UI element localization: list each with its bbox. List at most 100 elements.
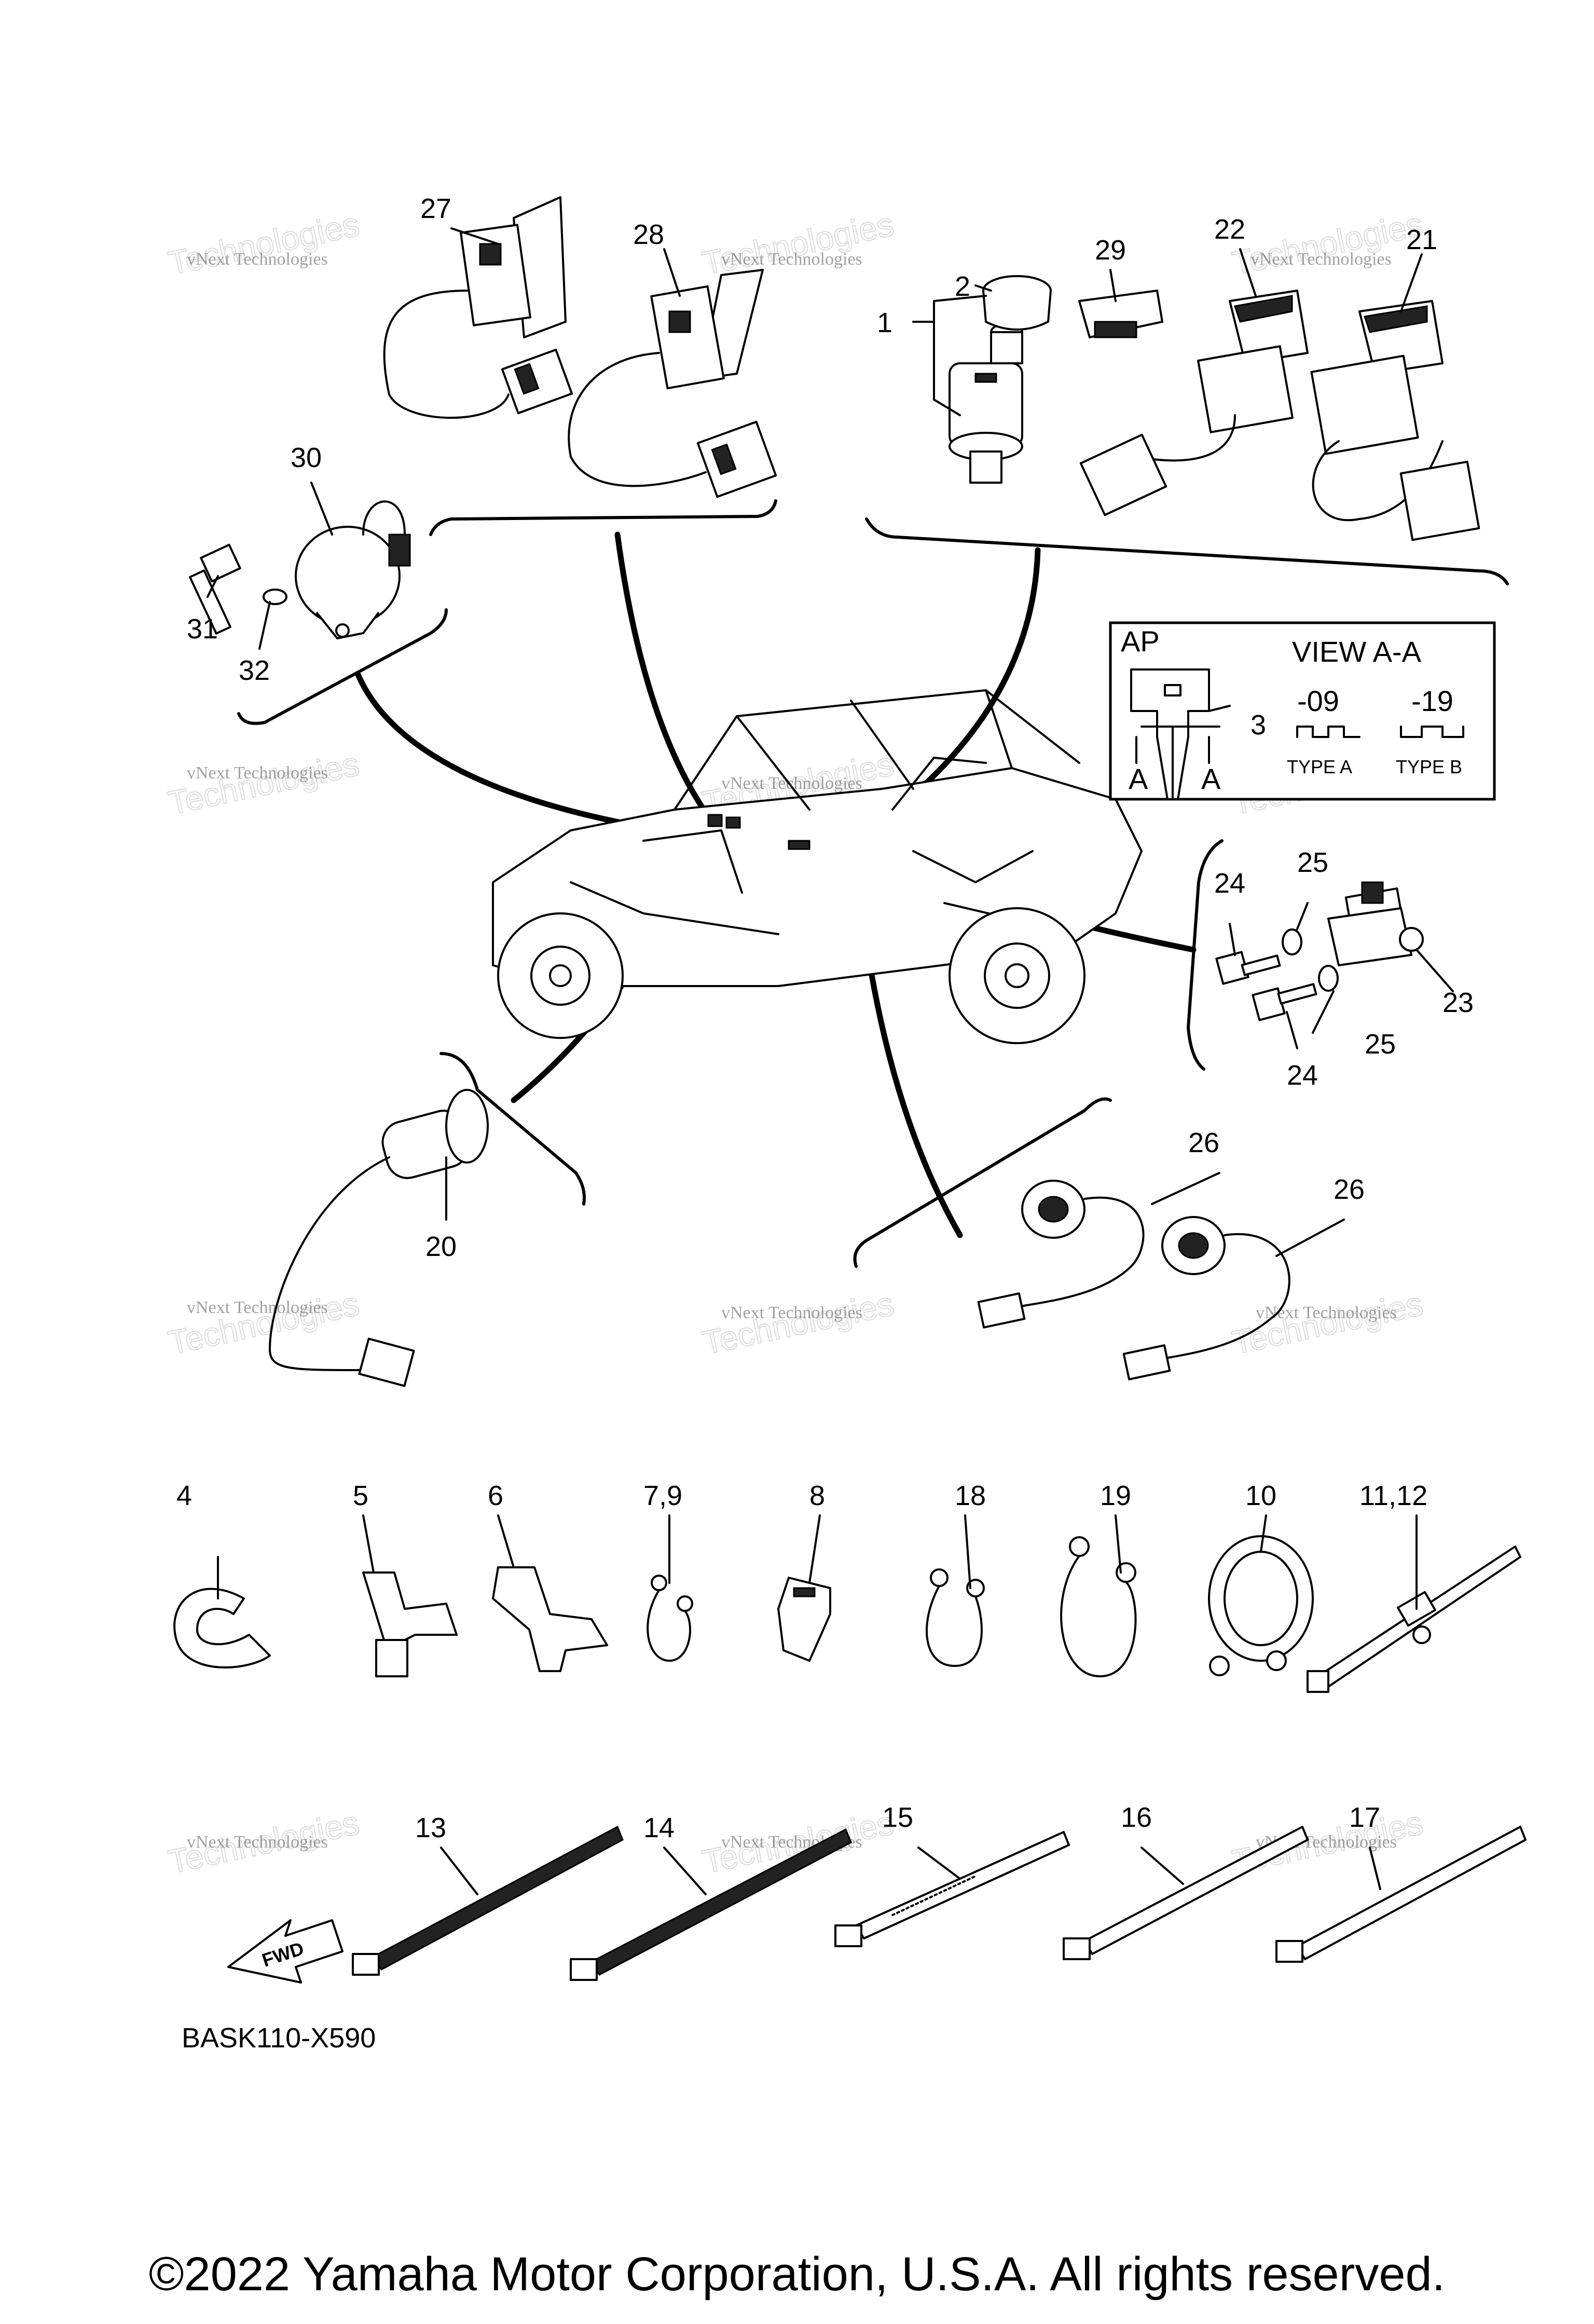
washer-32-icon	[263, 589, 287, 605]
fwd-arrow-icon: FWD	[227, 1919, 343, 1984]
lead-26-lower-icon	[1122, 1216, 1290, 1380]
switch-22-icon	[1079, 290, 1309, 516]
part-label-28: 28	[633, 219, 664, 250]
part-label-10: 10	[1245, 1480, 1276, 1511]
part-label-27: 27	[420, 193, 451, 224]
part-label-4: 4	[176, 1480, 192, 1511]
part-label-19: 19	[1100, 1480, 1131, 1511]
part-label-21: 21	[1406, 224, 1437, 255]
part-label-30: 30	[291, 442, 322, 473]
variant-b-label: -19	[1411, 685, 1453, 717]
svg-text:vNext Technologies: vNext Technologies	[1251, 250, 1392, 269]
cable-tie-16-icon	[1063, 1826, 1309, 1960]
svg-text:vNext Technologies: vNext Technologies	[187, 763, 328, 783]
clamp-7-9-icon	[647, 1575, 693, 1662]
svg-text:vNext Technologies: vNext Technologies	[721, 1303, 862, 1322]
part-label-16: 16	[1121, 1802, 1152, 1833]
bolt-31-icon	[189, 543, 241, 635]
svg-text:vNext Technologies: vNext Technologies	[187, 1298, 328, 1317]
svg-text:vNext Technologies: vNext Technologies	[721, 250, 862, 269]
part-label-31: 31	[187, 613, 218, 645]
part-label-26-lower: 26	[1334, 1174, 1365, 1205]
diagram-code: BASK110-X590	[182, 2022, 376, 2054]
cable-tie-14-icon	[570, 1828, 852, 1981]
bolt-24-lower-icon	[1252, 983, 1317, 1021]
svg-text:Technologies: Technologies	[165, 1285, 362, 1362]
part-number-labels: 27 28 1 2 29 22 21 30 31 32 3 24 25 23 2…	[176, 193, 1474, 1843]
cable-tie-17-icon	[1275, 1826, 1527, 1963]
svg-text:vNext Technologies: vNext Technologies	[1256, 1303, 1397, 1322]
part-label-5: 5	[353, 1480, 368, 1511]
part-label-1: 1	[877, 307, 892, 338]
part-label-24-lower: 24	[1287, 1060, 1318, 1091]
sensor-23-icon	[1327, 881, 1424, 966]
key-icon	[1130, 668, 1220, 800]
key-view-box: AP VIEW A-A -09 -19 TYPE A TYPE B A A	[1109, 621, 1496, 801]
part-label-6: 6	[488, 1480, 503, 1511]
part-label-8: 8	[809, 1480, 825, 1511]
svg-text:Technologies: Technologies	[165, 745, 362, 822]
svg-text:Technologies: Technologies	[699, 206, 897, 282]
type-b-label: TYPE B	[1396, 756, 1462, 777]
part-label-14: 14	[643, 1812, 675, 1843]
view-title: VIEW A-A	[1292, 635, 1422, 668]
part-label-18: 18	[955, 1480, 986, 1511]
part-label-3: 3	[1251, 709, 1266, 741]
buzzer-30-icon	[295, 500, 411, 639]
section-mark-right: A	[1201, 762, 1221, 795]
part-label-24-upper: 24	[1214, 868, 1245, 899]
cable-tie-13-icon	[352, 1825, 624, 1976]
part-label-25-upper: 25	[1297, 847, 1328, 878]
svg-text:Technologies: Technologies	[165, 206, 362, 282]
utv-vehicle-illustration	[492, 689, 1143, 1044]
part-label-25-lower: 25	[1365, 1029, 1396, 1060]
clamp-18-icon	[926, 1568, 985, 1667]
washer-25-lower-icon	[1318, 965, 1339, 992]
clamp-10-icon	[1208, 1535, 1314, 1676]
washer-25-upper-icon	[1282, 928, 1302, 955]
svg-text:vNext Technologies: vNext Technologies	[187, 250, 328, 269]
svg-text:Technologies: Technologies	[699, 1285, 897, 1362]
switch-28-icon	[568, 269, 777, 498]
svg-text:vNext Technologies: vNext Technologies	[187, 1833, 328, 1852]
key-cap-2-icon	[982, 275, 1052, 331]
clamp-4-icon	[173, 1588, 271, 1669]
clamp-19-icon	[1060, 1536, 1137, 1677]
type-a-label: TYPE A	[1287, 756, 1352, 777]
part-label-2: 2	[955, 271, 970, 302]
variant-a-label: -09	[1297, 685, 1339, 717]
cap-29-icon	[1078, 290, 1163, 338]
part-label-15: 15	[882, 1802, 913, 1833]
cable-tie-11-12-icon	[1307, 1546, 1521, 1693]
switch-27-icon	[383, 196, 573, 419]
lead-26-upper-icon	[977, 1180, 1145, 1329]
part-label-22: 22	[1214, 214, 1245, 245]
callout-leaders	[207, 227, 1454, 1895]
part-label-13: 13	[415, 1812, 446, 1843]
ap-label: AP	[1121, 625, 1160, 658]
part-label-29: 29	[1095, 235, 1126, 266]
part-label-17: 17	[1349, 1802, 1380, 1833]
clamp-5-icon	[362, 1571, 458, 1677]
group-brackets	[237, 499, 1509, 1268]
part-label-32: 32	[239, 655, 270, 686]
main-switch-1-icon	[949, 323, 1023, 484]
part-label-23: 23	[1442, 987, 1474, 1018]
section-mark-left: A	[1129, 762, 1148, 795]
part-label-7-9: 7,9	[643, 1480, 682, 1511]
svg-text:Technologies: Technologies	[1229, 206, 1426, 282]
part-label-20: 20	[425, 1231, 457, 1262]
svg-text:vNext Technologies: vNext Technologies	[721, 774, 862, 793]
copyright-notice: ©2022 Yamaha Motor Corporation, U.S.A. A…	[148, 2248, 1446, 2301]
svg-text:Technologies: Technologies	[1229, 1285, 1426, 1362]
part-label-11-12: 11,12	[1359, 1480, 1427, 1511]
